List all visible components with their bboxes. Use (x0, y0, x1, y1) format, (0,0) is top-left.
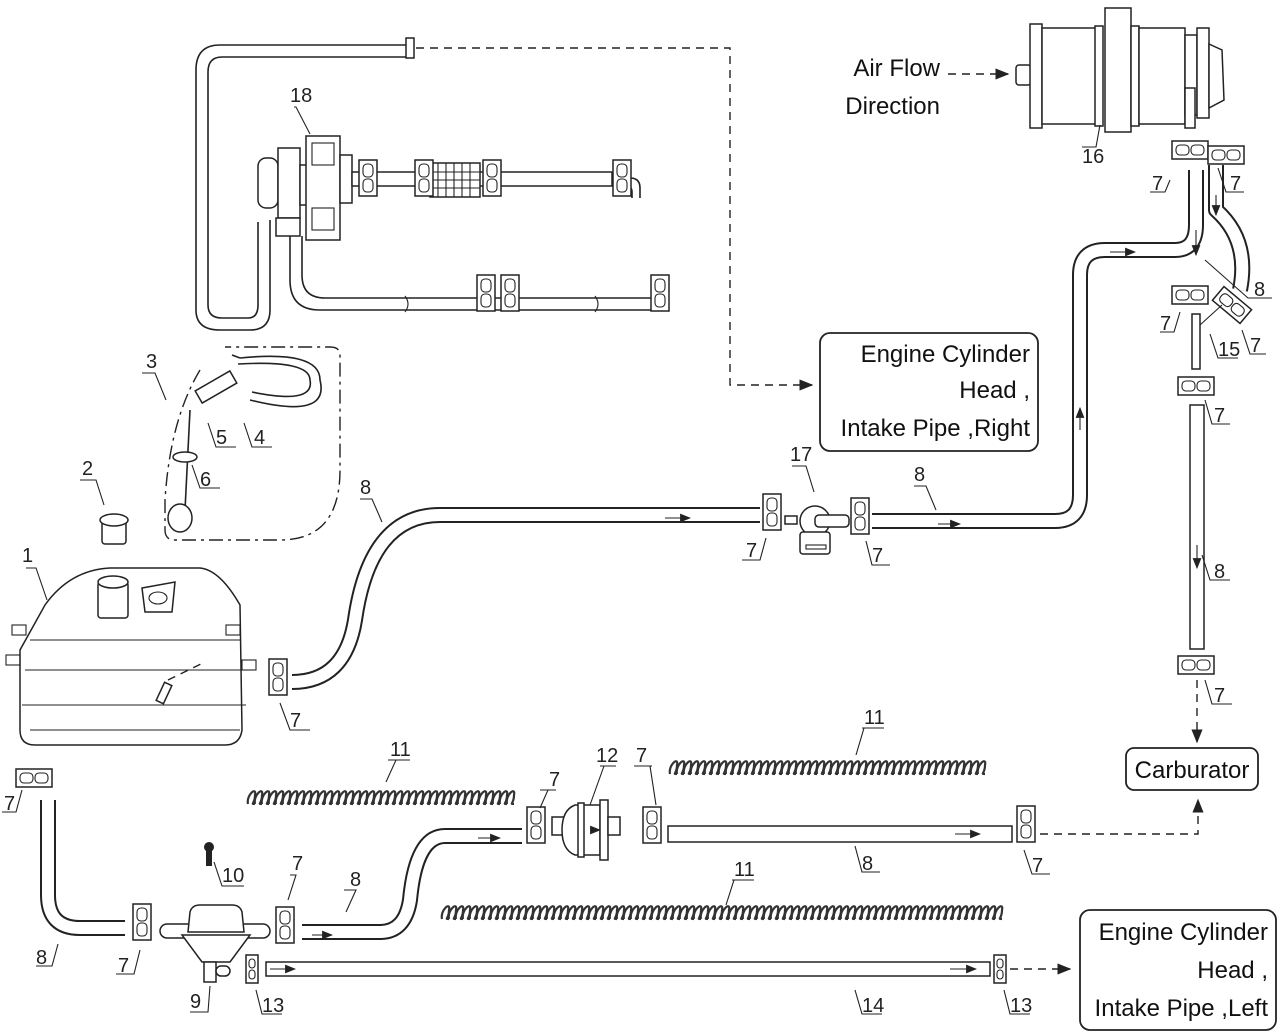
callout-7: 7 (290, 710, 301, 732)
purge-valve-assembly: 18 (195, 37, 814, 391)
vacuum-hose: 13 14 13 (245, 954, 1072, 1017)
callout-5: 5 (216, 427, 227, 449)
engine-intake-left-box: Engine Cylinder Head , Intake Pipe ,Left (1079, 909, 1277, 1031)
callout-7: 7 (4, 793, 15, 815)
spring-11-left (246, 790, 516, 806)
tank-outlet-hose: 7 8 7 (2, 768, 152, 977)
valve-17: 17 (784, 444, 850, 555)
callout-1: 1 (22, 545, 33, 567)
svg-text:Head ,: Head , (959, 377, 1030, 404)
fuel-filter: 12 7 (551, 745, 662, 861)
callout-11: 11 (734, 859, 755, 881)
callout-17: 17 (790, 444, 812, 466)
hose-end-connector (405, 37, 415, 59)
callout-12: 12 (596, 745, 618, 767)
fuel-pump: 9 10 (159, 842, 271, 1013)
callout-8: 8 (914, 464, 925, 486)
callout-11: 11 (390, 739, 411, 761)
callout-7: 7 (549, 769, 560, 791)
sender-unit (194, 369, 238, 405)
callout-7: 7 (1230, 173, 1241, 195)
callout-8: 8 (36, 947, 47, 969)
callout-8: 8 (1254, 279, 1265, 301)
callout-10: 10 (222, 865, 244, 887)
svg-text:Engine Cylinder: Engine Cylinder (861, 341, 1030, 368)
callout-7: 7 (1214, 405, 1225, 427)
callout-8: 8 (360, 477, 371, 499)
seal-ring (172, 451, 198, 463)
svg-text:Intake Pipe ,Left: Intake Pipe ,Left (1095, 995, 1269, 1022)
protective-springs: 11 11 11 (246, 707, 1004, 921)
fuel-hose-to-carburator (1189, 404, 1205, 650)
callout-11: 11 (864, 707, 885, 729)
callout-14: 14 (862, 995, 884, 1017)
bolt (204, 842, 214, 866)
callout-13: 13 (262, 995, 284, 1017)
callout-6: 6 (200, 469, 211, 491)
fuel-hose-to-canister: 7 8 7 (268, 477, 782, 732)
carburator-box: Carburator (1125, 747, 1259, 791)
tee-connector-branch: 7 7 8 7 15 7 7 8 7 (1150, 140, 1272, 744)
purge-valve-body (305, 135, 341, 241)
float (167, 503, 193, 533)
callout-7: 7 (872, 545, 883, 567)
callout-7: 7 (1152, 173, 1163, 195)
air-flow-label: Air Flow (853, 55, 940, 82)
svg-text:Intake Pipe ,Right: Intake Pipe ,Right (841, 415, 1031, 442)
callout-7: 7 (1032, 855, 1043, 877)
hose-pump-to-filter: 7 8 7 (275, 769, 560, 944)
callout-7: 7 (1214, 685, 1225, 707)
callout-7: 7 (746, 540, 757, 562)
callout-13: 13 (1010, 995, 1032, 1017)
engine-intake-right-box: Engine Cylinder Head , Intake Pipe ,Righ… (819, 332, 1039, 452)
canister: Air Flow Direction 16 (845, 7, 1225, 168)
fuel-cap: 2 (80, 458, 129, 545)
callout-18: 18 (290, 85, 312, 107)
callout-7: 7 (1250, 335, 1261, 357)
callout-16: 16 (1082, 146, 1104, 168)
callout-15: 15 (1218, 339, 1240, 361)
callout-3: 3 (146, 351, 157, 373)
fuel-tank: 1 (5, 545, 257, 746)
callout-4: 4 (254, 427, 265, 449)
callout-7: 7 (636, 745, 647, 767)
callout-9: 9 (190, 991, 201, 1013)
fuel-hose-valve-to-canister: 7 8 (850, 170, 1204, 567)
fuel-sender-assembly: 3 5 4 6 (142, 346, 341, 541)
callout-7: 7 (1160, 313, 1171, 335)
callout-8: 8 (1214, 561, 1225, 583)
spring-11-bottom (440, 905, 1004, 921)
dashed-route-to-right-intake (416, 47, 814, 391)
callout-8: 8 (862, 853, 873, 875)
callout-8: 8 (350, 869, 361, 891)
spring-11-top (668, 760, 987, 776)
callout-7: 7 (118, 955, 129, 977)
callout-7: 7 (292, 853, 303, 875)
callout-2: 2 (82, 458, 93, 480)
svg-text:Engine Cylinder: Engine Cylinder (1099, 919, 1268, 946)
svg-text:Direction: Direction (845, 93, 940, 120)
svg-text:Head ,: Head , (1197, 957, 1268, 984)
hose-filter-to-carburator: 8 7 (667, 798, 1204, 877)
svg-text:Carburator: Carburator (1135, 757, 1250, 784)
